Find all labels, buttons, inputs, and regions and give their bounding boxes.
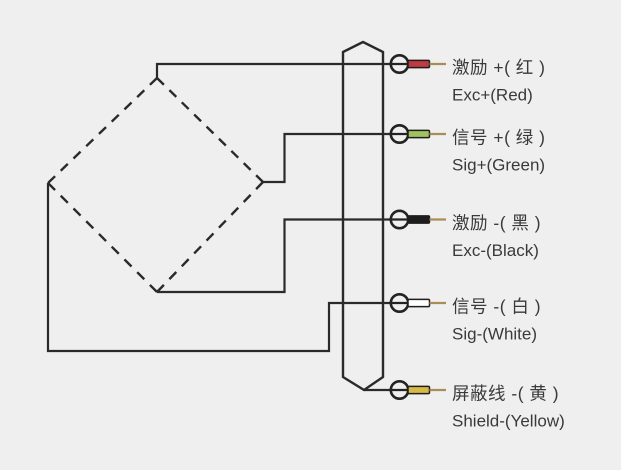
connector-exc-minus: 激励 -( 黑 ) Exc-(Black)	[389, 209, 541, 260]
connector-shield: 屏蔽线 -( 黄 ) Shield-(Yellow)	[389, 379, 565, 431]
wire-tip-exc-plus	[407, 59, 431, 69]
label-sig-minus-cn: 信号 -( 白 )	[452, 297, 541, 317]
label-shield-en: Shield-(Yellow)	[452, 412, 565, 431]
label-shield-cn: 屏蔽线 -( 黄 )	[452, 384, 559, 404]
label-exc-minus-cn: 激励 -( 黑 )	[452, 213, 541, 233]
label-exc-minus-en: Exc-(Black)	[452, 241, 539, 260]
wire-sig-plus	[263, 132, 391, 184]
label-exc-plus-cn: 激励 +( 红 )	[452, 58, 545, 78]
bridge-edge-top-left	[47, 77, 158, 184]
wire-tip-sig-minus	[407, 298, 431, 308]
cable-sheath	[341, 40, 385, 392]
wire-tip-shield	[407, 385, 431, 395]
connector-sig-plus: 信号 +( 绿 ) Sig+(Green)	[389, 124, 545, 175]
wire-exc-minus	[157, 218, 391, 294]
bridge-edge-bottom-left	[47, 182, 158, 293]
label-sig-plus-cn: 信号 +( 绿 )	[452, 128, 545, 148]
connector-exc-plus: 激励 +( 红 ) Exc+(Red)	[389, 53, 545, 105]
bridge-diamond	[47, 77, 264, 293]
wire-exc-plus	[155, 62, 391, 78]
wire-sig-minus	[46, 183, 391, 353]
label-sig-plus-en: Sig+(Green)	[452, 156, 545, 175]
wire-tip-exc-minus	[407, 215, 431, 224]
wire-tip-sig-plus	[407, 129, 431, 139]
connector-sig-minus: 信号 -( 白 ) Sig-(White)	[389, 292, 541, 344]
label-sig-minus-en: Sig-(White)	[452, 325, 537, 344]
bridge-edge-top-right	[156, 77, 264, 183]
bridge-edge-bottom-right	[156, 181, 264, 293]
label-exc-plus-en: Exc+(Red)	[452, 86, 533, 105]
